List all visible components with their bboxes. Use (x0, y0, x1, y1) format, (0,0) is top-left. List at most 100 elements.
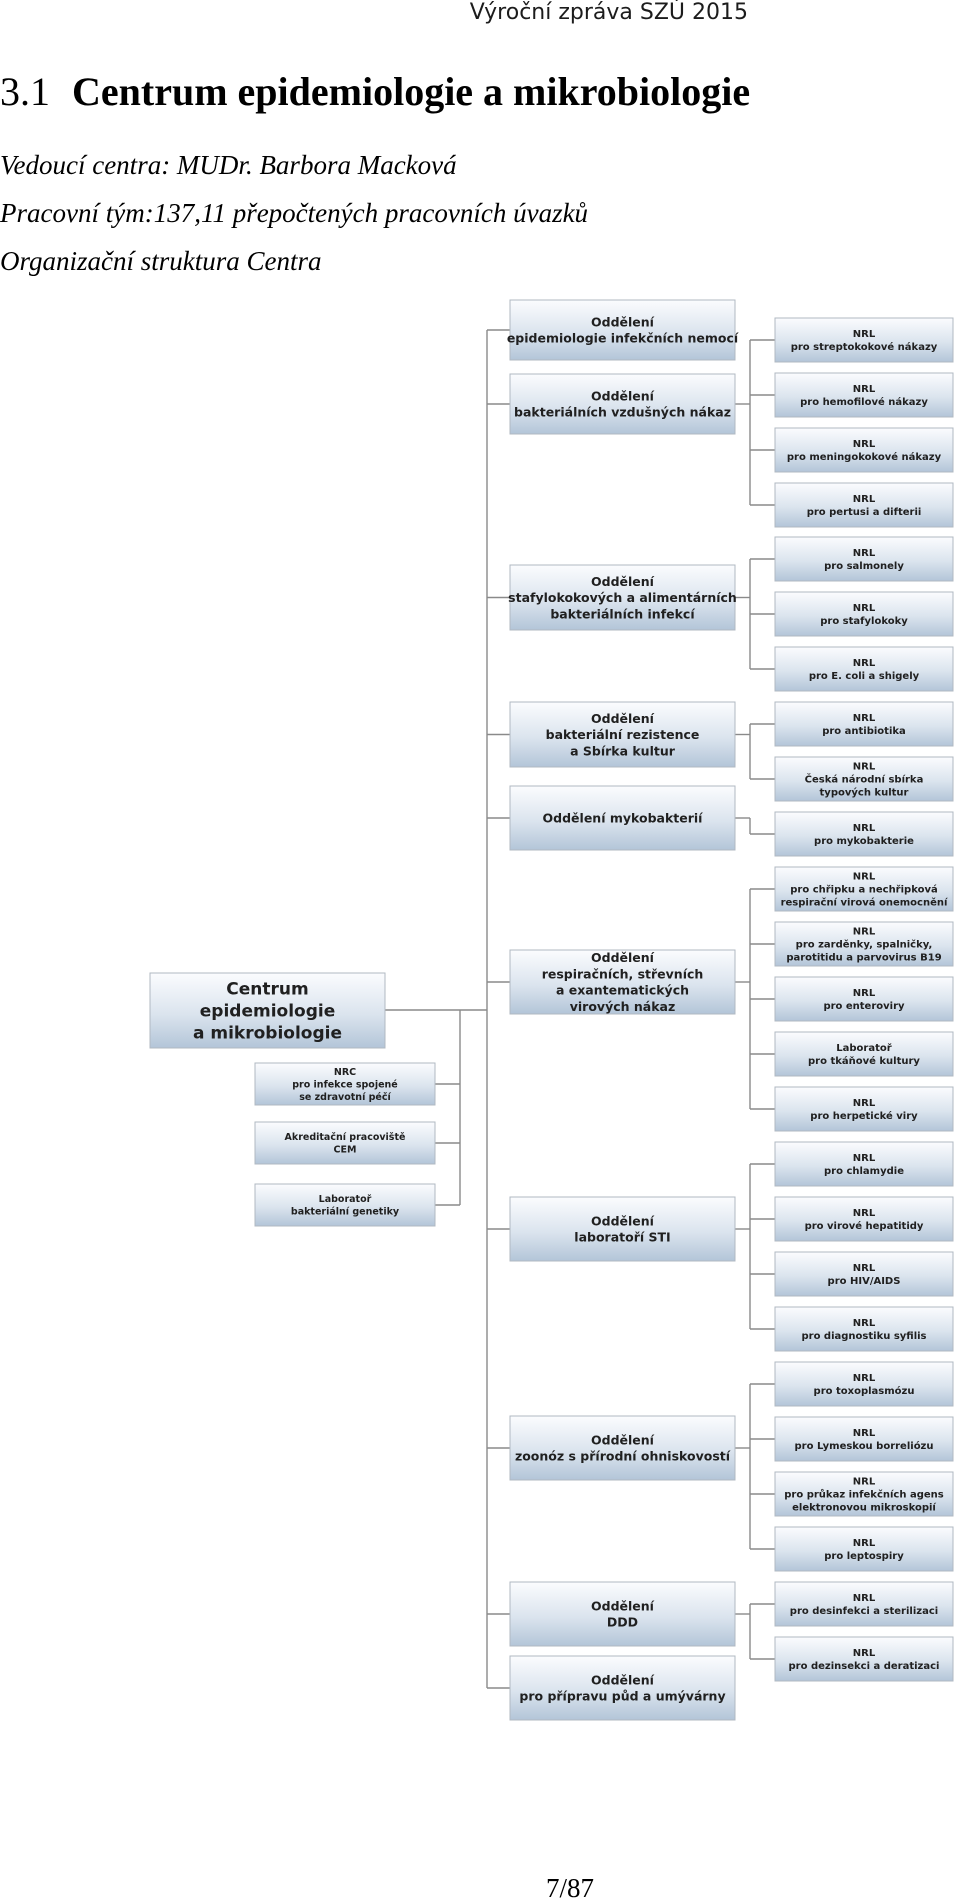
box-label-line: Oddělení (591, 711, 655, 726)
box-label-line: NRL (853, 1098, 876, 1109)
box-label-line: pro stafylokoky (820, 616, 908, 627)
box-label-line: Oddělení (591, 1213, 655, 1228)
department-box: Oddělení zoonóz s přírodní ohniskovostí (509, 1415, 736, 1481)
box-label-line: pro streptokokové nákazy (791, 341, 938, 353)
box-label-line: NRL (853, 1153, 876, 1164)
box-label-line: epidemiologie infekčních nemocí (507, 331, 739, 346)
box-label-line: Laboratoř (319, 1194, 372, 1205)
box-label-line: NRL (853, 494, 876, 505)
box-label-line: Laboratoř (836, 1042, 891, 1054)
center-head: Vedoucí centra: MUDr. Barbora Macková (0, 150, 457, 180)
section-title: Centrum epidemiologie a mikrobiologie (72, 69, 751, 114)
box-label-line: bakteriálních vzdušných nákaz (514, 405, 731, 420)
box-label-line: NRL (853, 384, 876, 395)
box-label-line: Oddělení (591, 1432, 655, 1447)
section-number: 3.1 (0, 69, 50, 114)
box-label-line: pro meningokokové nákazy (787, 451, 942, 463)
box-label-line: pro dezinsekci a deratizaci (789, 1661, 940, 1672)
box-label-line: pro Lymeskou borreliózu (795, 1440, 934, 1452)
team-size: Pracovní tým:137,11 přepočtených pracovn… (0, 198, 589, 228)
box-label-line: NRC (334, 1067, 356, 1078)
box-label-line: pro chřipku a nechřipková (790, 884, 937, 896)
box-label-line: bakteriální genetiky (291, 1207, 400, 1218)
box-label-line: bakteriálních infekcí (550, 606, 695, 621)
box-label-line: NRL (853, 988, 876, 999)
box-label-line: parotitidu a parvovirus B19 (786, 953, 941, 964)
side-unit: Laboratoř bakteriální genetiky (254, 1183, 436, 1227)
nrl-lab-box: NRL pro E. coli a shigely (774, 646, 954, 692)
box-label-line: respiračních, střevních (542, 966, 704, 981)
box-label-line: NRL (853, 658, 876, 669)
box-label-line: a Sbírka kultur (570, 743, 676, 758)
box-label-line: pro hemofilové nákazy (800, 396, 928, 408)
box-label-line: pro tkáňové kultury (808, 1055, 920, 1067)
box-label-line: pro mykobakterie (814, 836, 914, 847)
box-label-line: pro E. coli a shigely (809, 671, 920, 682)
box-label-line: Oddělení (591, 1598, 655, 1613)
structure-label: Organizační struktura Centra (0, 246, 322, 276)
box-label-line: pro toxoplasmózu (814, 1385, 915, 1397)
box-label-line: NRL (853, 439, 876, 450)
box-label-line: typových kultur (820, 787, 909, 799)
box-label-line: CEM (334, 1145, 357, 1156)
box-label-line: epidemiologie (200, 1002, 335, 1022)
box-label-line: pro diagnostiku syfilis (801, 1331, 926, 1342)
page-number: 7/87 (545, 1873, 594, 1903)
box-label-line: NRL (853, 762, 876, 773)
box-label-line: pro enteroviry (823, 1001, 905, 1012)
department-box: Oddělení pro přípravu půd a umývárny (509, 1655, 736, 1721)
department-box: Oddělení mykobakterií (509, 785, 736, 851)
box-label-line: pro přípravu půd a umývárny (519, 1689, 725, 1704)
box-label-line: pro leptospiry (824, 1551, 904, 1562)
box-label-line: NRL (853, 872, 876, 883)
box-label-line: pro chlamydie (824, 1166, 904, 1177)
box-label-line: Oddělení (591, 1672, 655, 1687)
box-label-line: NRL (853, 1593, 876, 1604)
nrl-lab-box: NRL pro antibiotika (774, 701, 954, 747)
box-label-line: Oddělení (591, 574, 655, 589)
box-label-line: bakteriální rezistence (546, 727, 700, 742)
box-label-line: NRL (853, 1648, 876, 1659)
box-label-line: virových nákaz (570, 999, 676, 1014)
box-label-line: NRL (853, 603, 876, 614)
nrl-lab-box: NRL pro chlamydie (774, 1141, 954, 1187)
box-label-line: Česká národní sbírka (805, 773, 924, 786)
box-label-line: NRL (853, 713, 876, 724)
box-label-line: Akreditační pracoviště (285, 1132, 406, 1143)
nrl-lab-box: NRL pro dezinsekci a deratizaci (774, 1636, 954, 1682)
box-label-line: a mikrobiologie (193, 1024, 342, 1044)
box-label-line: NRL (853, 329, 876, 340)
box-label-line: NRL (853, 1373, 876, 1384)
nrl-lab-box: NRL pro stafylokoky (774, 591, 954, 637)
section-heading: 3.1 Centrum epidemiologie a mikrobiologie (0, 68, 750, 115)
box-label-line: zoonóz s přírodní ohniskovostí (515, 1449, 731, 1464)
box-label-line: a exantematických (556, 983, 689, 998)
box-label-line: NRL (853, 1208, 876, 1219)
box-label-line: NRL (853, 1318, 876, 1329)
box-label-line: se zdravotní péčí (299, 1092, 391, 1103)
box-label-line: stafylokokových a alimentárních (508, 590, 737, 605)
box-label-line: respirační virová onemocnění (781, 897, 948, 909)
box-label-line: NRL (853, 927, 876, 938)
box-label-line: NRL (853, 1538, 876, 1549)
box-label-line: pro antibiotika (822, 726, 906, 737)
box-label-line: NRL (853, 1428, 876, 1439)
